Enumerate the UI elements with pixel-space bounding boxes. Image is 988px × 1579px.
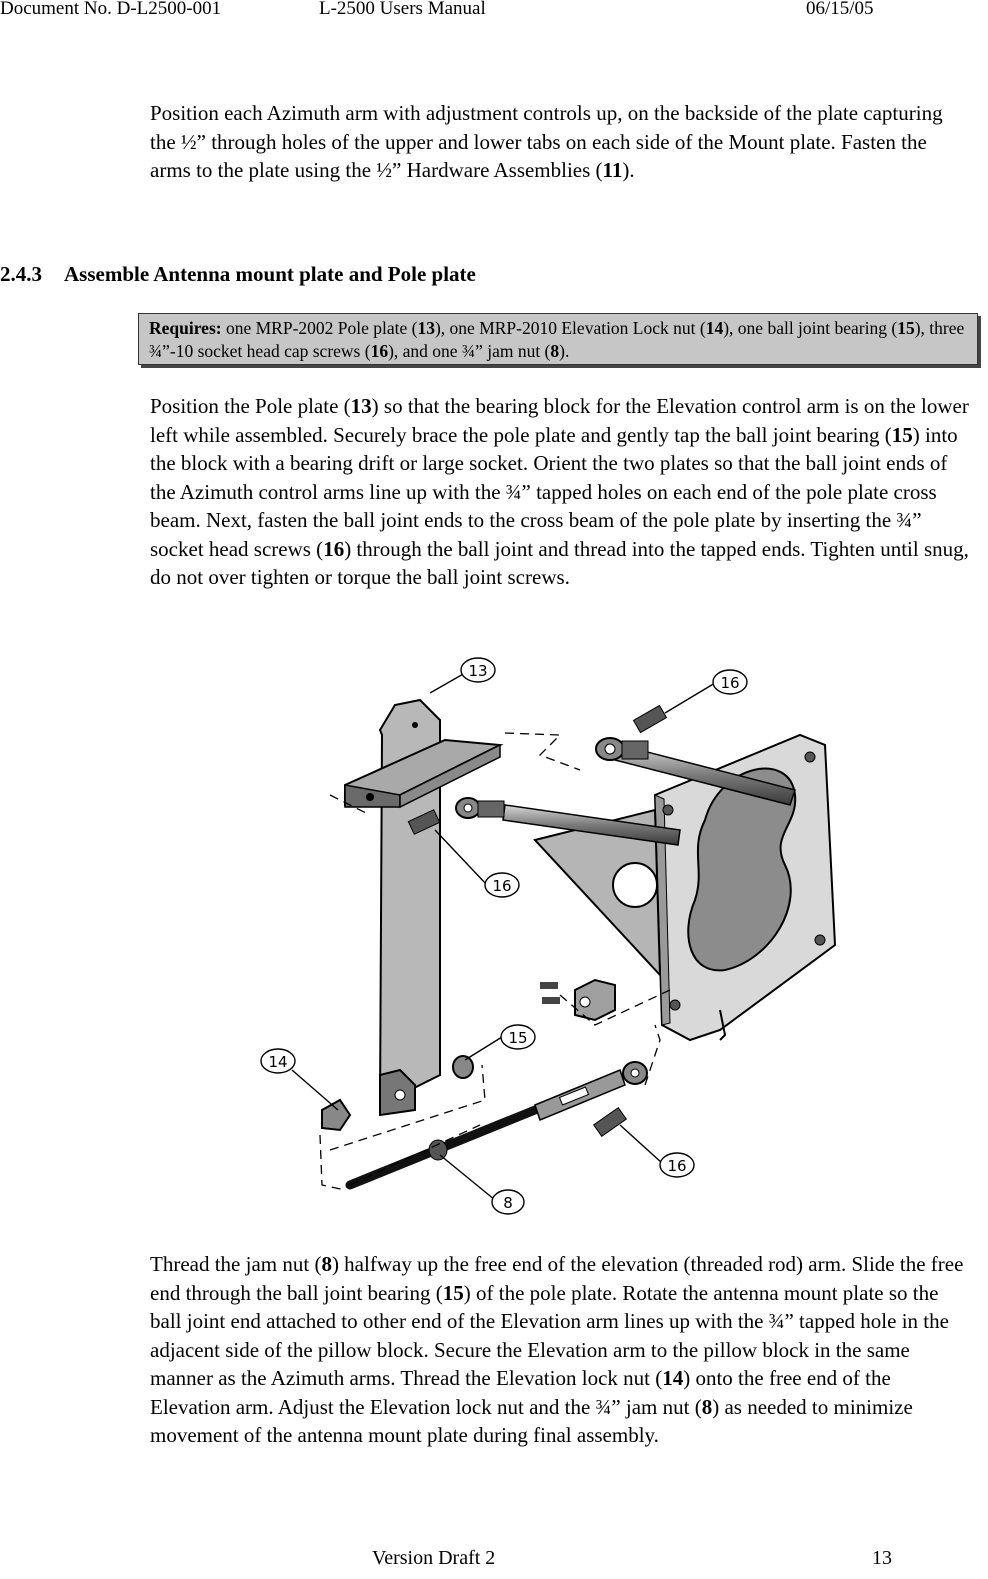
callout-13: 13	[460, 657, 496, 683]
ball-joint-bearing	[452, 1055, 474, 1079]
callout-8: 8	[491, 1189, 525, 1215]
socket-screw-low	[593, 1106, 627, 1138]
callout-label: 16	[720, 674, 739, 692]
requires-box: Requires: one MRP-2002 Pole plate (13), …	[138, 313, 978, 365]
pole-plate	[344, 698, 504, 1117]
section-heading: 2.4.3 Assemble Antenna mount plate and Po…	[0, 262, 476, 287]
callout-16-low: 16	[659, 1152, 695, 1178]
callout-label: 8	[503, 1194, 513, 1212]
header-doc-number: Document No. D-L2500-001	[0, 0, 222, 19]
callout-label: 16	[492, 877, 511, 895]
header-manual-title: L-2500 Users Manual	[319, 0, 486, 19]
footer-page-number: 13	[872, 1547, 892, 1569]
section-number: 2.4.3	[0, 262, 42, 286]
callout-label: 13	[468, 662, 487, 680]
header-date: 06/15/05	[806, 0, 874, 19]
antenna-mount-plate	[653, 733, 837, 1042]
callout-16-top: 16	[712, 669, 748, 695]
callout-15: 15	[500, 1024, 536, 1050]
paragraph-elevation-arm: Thread the jam nut (8) halfway up the fr…	[150, 1252, 964, 1447]
callout-16-mid: 16	[484, 872, 520, 898]
section-title: Assemble Antenna mount plate and Pole pl…	[64, 262, 476, 286]
elevation-lock-nut	[321, 1098, 352, 1132]
pillow-block	[540, 978, 616, 1022]
paragraph-pole-plate: Position the Pole plate (13) so that the…	[150, 394, 969, 589]
callout-label: 14	[268, 1053, 287, 1071]
requires-label: Requires:	[149, 318, 222, 338]
azimuth-arm-lower	[455, 797, 681, 846]
callout-label: 16	[667, 1157, 686, 1175]
socket-screw-top	[632, 704, 668, 734]
assembly-exploded-diagram: 13 16 16 15 14 16 8	[260, 657, 837, 1215]
paragraph-azimuth-arms: Position each Azimuth arm with adjustmen…	[150, 101, 943, 182]
azimuth-arm-upper	[595, 737, 796, 806]
elevation-arm	[345, 1061, 648, 1190]
part-ref: 11	[602, 158, 623, 182]
callout-14: 14	[260, 1048, 296, 1074]
socket-screw-mid	[407, 809, 441, 835]
callout-label: 15	[508, 1029, 527, 1047]
footer-version: Version Draft 2	[372, 1547, 496, 1569]
